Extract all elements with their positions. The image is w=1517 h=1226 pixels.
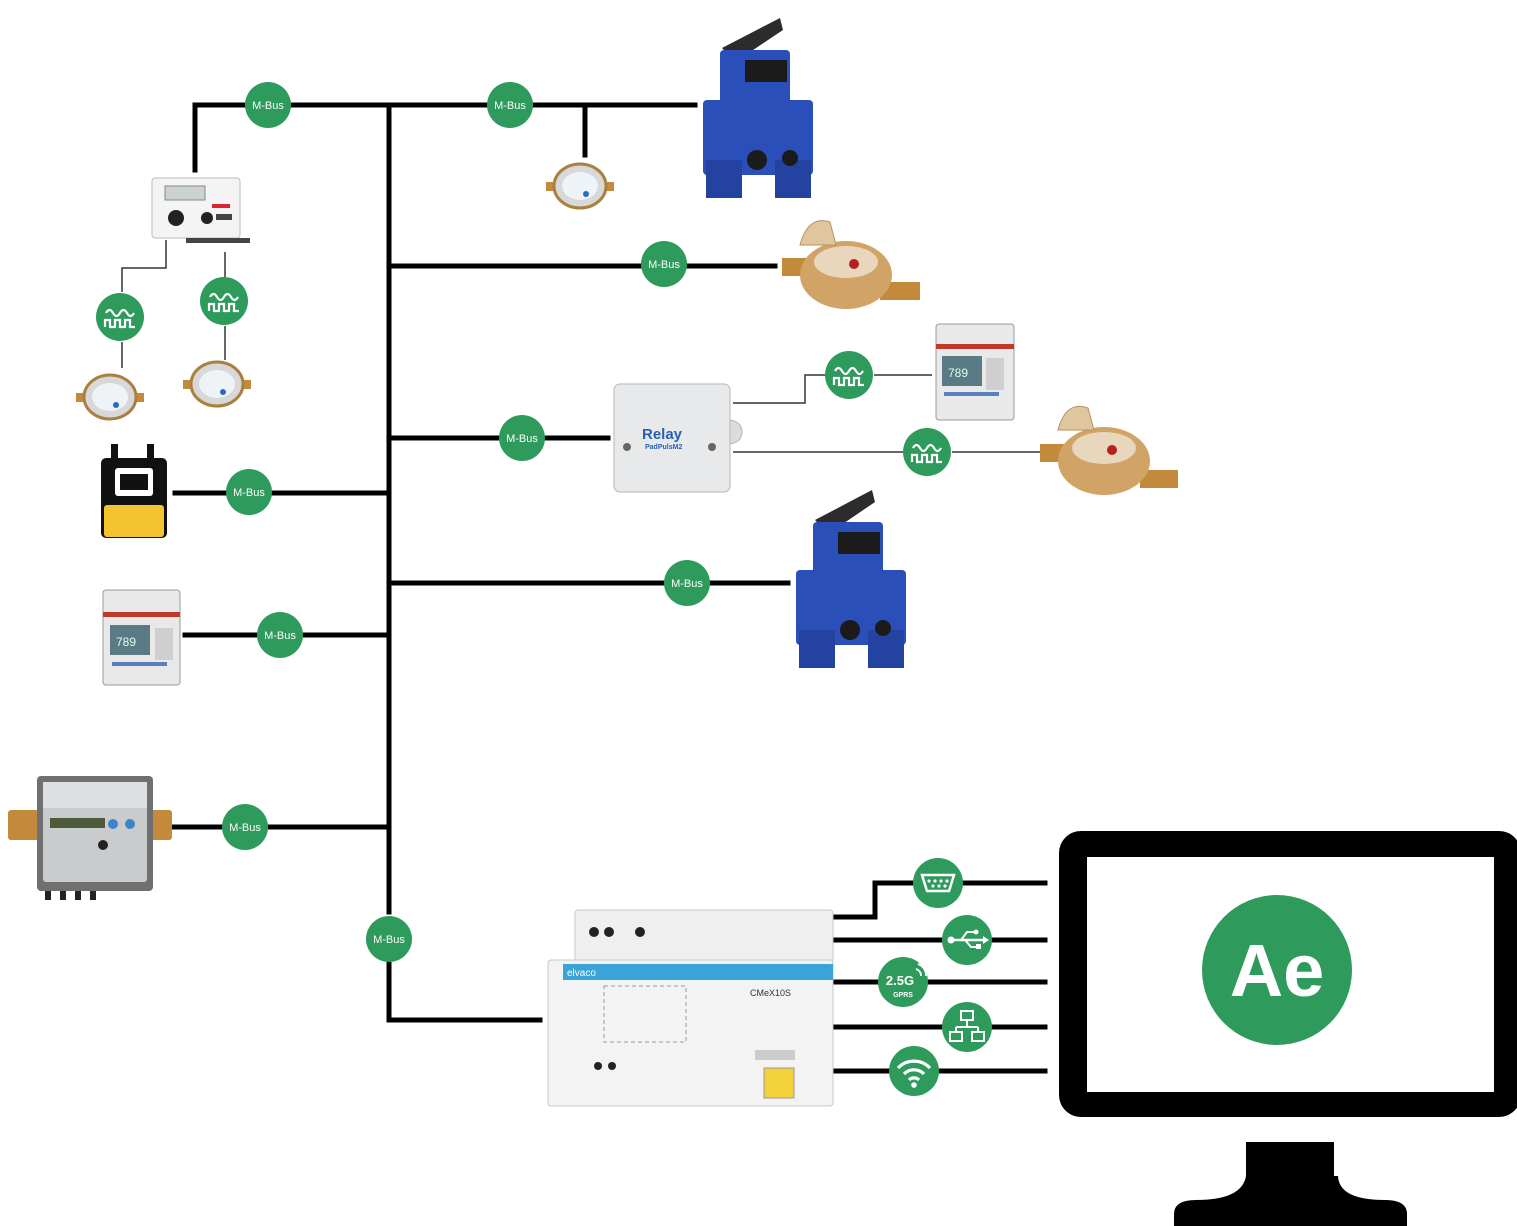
electricity-meter-device: 789	[935, 323, 1015, 421]
relay-brand-label: Relay	[642, 426, 683, 443]
heat-meter-device	[151, 177, 250, 243]
pulse-signal-icon	[825, 351, 873, 399]
mbus-label: M-Bus	[648, 259, 680, 271]
serial-port-icon	[913, 858, 963, 908]
gateway-brand-label: elvaco	[567, 968, 596, 979]
small-water-meter	[183, 360, 251, 408]
mbus-badge: M-Bus	[366, 916, 412, 962]
mbus-label: M-Bus	[506, 433, 538, 445]
mbus-badge: M-Bus	[222, 804, 268, 850]
mbus-badge: M-Bus	[664, 560, 710, 606]
mbus-label: M-Bus	[671, 578, 703, 590]
mbus-label: M-Bus	[264, 630, 296, 642]
bus-lines	[169, 102, 1048, 1074]
mbus-badge: M-Bus	[499, 415, 545, 461]
ultrasonic-heat-meter-device	[8, 776, 172, 900]
pulse-wires	[121, 240, 1040, 453]
gateway-cmex10s-device: elvaco CMeX10S	[547, 909, 834, 1107]
small-water-meter	[76, 373, 144, 421]
svg-text:789: 789	[116, 635, 136, 649]
mbus-badge: M-Bus	[641, 241, 687, 287]
gprs-top-label: 2.5G	[886, 973, 914, 988]
electricity-meter-device: 789	[102, 589, 181, 686]
large-water-meter-device	[703, 18, 813, 198]
pulse-signal-icon	[903, 428, 951, 476]
ethernet-network-icon	[942, 1002, 992, 1052]
software-logo-label: Ae	[1230, 929, 1325, 1012]
mbus-label: M-Bus	[252, 100, 284, 112]
mbus-badges: M-Bus M-Bus M-Bus M-Bus M-Bus M-Bus M-Bu…	[222, 82, 710, 962]
gateway-model-label: CMeX10S	[750, 988, 791, 998]
gas-meter-device	[101, 444, 167, 538]
mbus-label: M-Bus	[373, 934, 405, 946]
relay-padpulsm2-device: Relay PadPulsM2	[613, 383, 743, 493]
mbus-label: M-Bus	[233, 487, 265, 499]
mbus-label: M-Bus	[494, 100, 526, 112]
pulse-signal-icon	[200, 277, 248, 325]
relay-model-label: PadPulsM2	[645, 444, 682, 451]
mbus-badge: M-Bus	[226, 469, 272, 515]
mbus-label: M-Bus	[229, 822, 261, 834]
mbus-badge: M-Bus	[487, 82, 533, 128]
brass-water-meter-device	[1040, 405, 1178, 495]
gprs-icon: 2.5G GPRS	[878, 957, 928, 1007]
svg-text:789: 789	[948, 366, 968, 380]
small-water-meter	[546, 162, 614, 210]
brass-water-meter-device	[782, 220, 920, 309]
pulse-signal-icon	[96, 293, 144, 341]
monitor-display: Ae	[1059, 831, 1517, 1226]
mbus-badge: M-Bus	[245, 82, 291, 128]
pulse-badges	[96, 277, 951, 476]
mbus-badge: M-Bus	[257, 612, 303, 658]
usb-icon	[942, 915, 992, 965]
large-water-meter-device	[796, 490, 906, 668]
software-logo: Ae	[1202, 895, 1352, 1045]
gprs-bottom-label: GPRS	[893, 992, 913, 999]
wifi-icon	[889, 1046, 939, 1096]
